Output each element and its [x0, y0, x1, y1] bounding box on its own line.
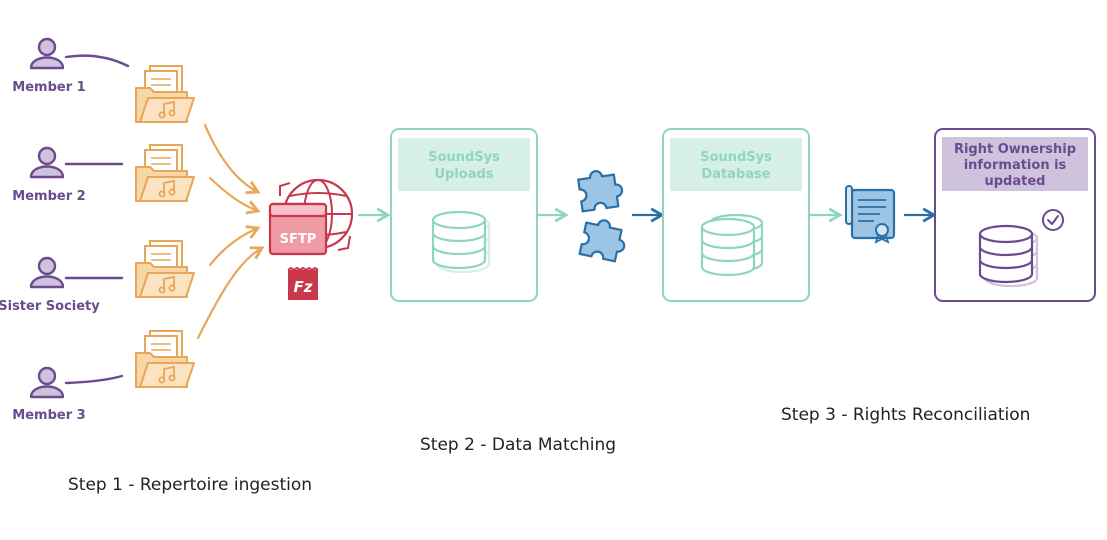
uploads-title-line2: Uploads	[434, 167, 493, 182]
puzzle-top-icon	[576, 166, 626, 213]
database-stack-icon	[700, 213, 764, 277]
check-circle-icon	[1042, 209, 1064, 231]
step-2-label: Step 2 - Data Matching	[420, 435, 616, 455]
result-line1: Right Ownership	[954, 142, 1076, 157]
uploads-title-line1: SoundSys	[428, 150, 500, 165]
sftp-globe-icon: SFTP	[268, 178, 354, 256]
member-1-person-icon	[29, 37, 65, 70]
result-line3: updated	[985, 174, 1046, 189]
step-1-label: Step 1 - Repertoire ingestion	[68, 475, 312, 495]
member-1-music-folder-icon	[135, 65, 195, 123]
soundsys-uploads-box: SoundSys Uploads	[390, 128, 538, 302]
member-3-music-folder-icon	[135, 330, 195, 388]
person-connectors	[64, 54, 130, 385]
database-title-line1: SoundSys	[700, 150, 772, 165]
member-3-label: Member 3	[12, 408, 85, 423]
sftp-label: SFTP	[280, 232, 317, 247]
sister-society-person-icon	[29, 256, 65, 289]
sister-society-label: Sister Society	[0, 299, 100, 314]
member-2-music-folder-icon	[135, 144, 195, 202]
certificate-icon	[845, 185, 896, 244]
sister-society-music-folder-icon	[135, 240, 195, 298]
member-1-label: Member 1	[12, 80, 85, 95]
uploads-database-icon	[431, 210, 491, 274]
member-3-person-icon	[29, 366, 65, 399]
ingestion-arrows	[196, 123, 265, 340]
soundsys-database-box: SoundSys Database	[662, 128, 810, 302]
member-2-label: Member 2	[12, 189, 85, 204]
filezilla-icon: Fz	[287, 266, 319, 300]
step-3-label: Step 3 - Rights Reconciliation	[781, 405, 1030, 425]
database-title-line2: Database	[701, 167, 770, 182]
puzzle-bottom-icon	[578, 215, 630, 264]
result-line2: information is	[964, 158, 1067, 173]
result-database-icon	[978, 224, 1039, 288]
filezilla-letter: Fz	[294, 278, 313, 296]
right-ownership-box: Right Ownership information is updated	[934, 128, 1096, 302]
member-2-person-icon	[29, 146, 65, 179]
